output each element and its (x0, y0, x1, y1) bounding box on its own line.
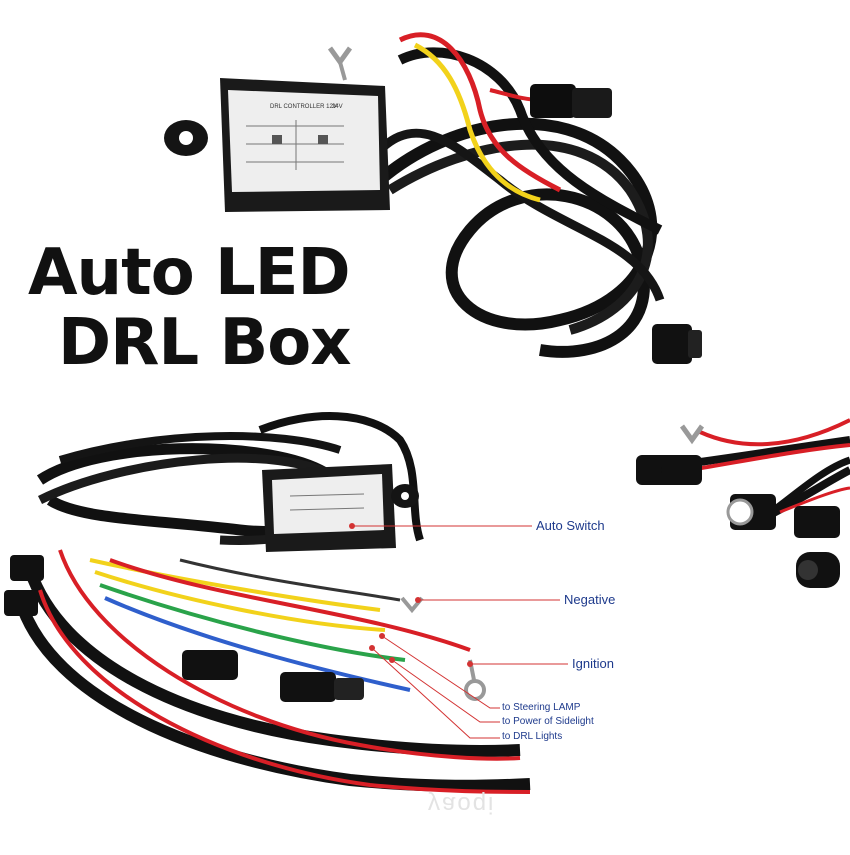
callout-drl-lights: to DRL Lights (502, 731, 563, 742)
callout-ignition: Ignition (572, 656, 614, 671)
headline-line-2: DRL Box (58, 306, 351, 380)
top-harness: DRL CONTROLLER 12V 24V (164, 32, 702, 364)
callout-sidelight: to Power of Sidelight (502, 716, 594, 727)
controller-label: DRL CONTROLLER 12V (270, 104, 337, 110)
controller-alt-label: 24V (332, 104, 343, 110)
bottom-harness (4, 412, 531, 794)
callout-negative: Negative (564, 592, 616, 607)
callout-steering-lamp: to Steering LAMP (502, 702, 581, 713)
right-closeup (636, 418, 850, 588)
watermark: yaoqi (428, 791, 496, 818)
callout-auto-switch: Auto Switch (536, 518, 605, 533)
headline-line-1: Auto LED (28, 236, 351, 310)
callout-lines (352, 525, 568, 739)
headline: Auto LED DRL Box (28, 238, 351, 378)
callout-dots (349, 523, 473, 667)
